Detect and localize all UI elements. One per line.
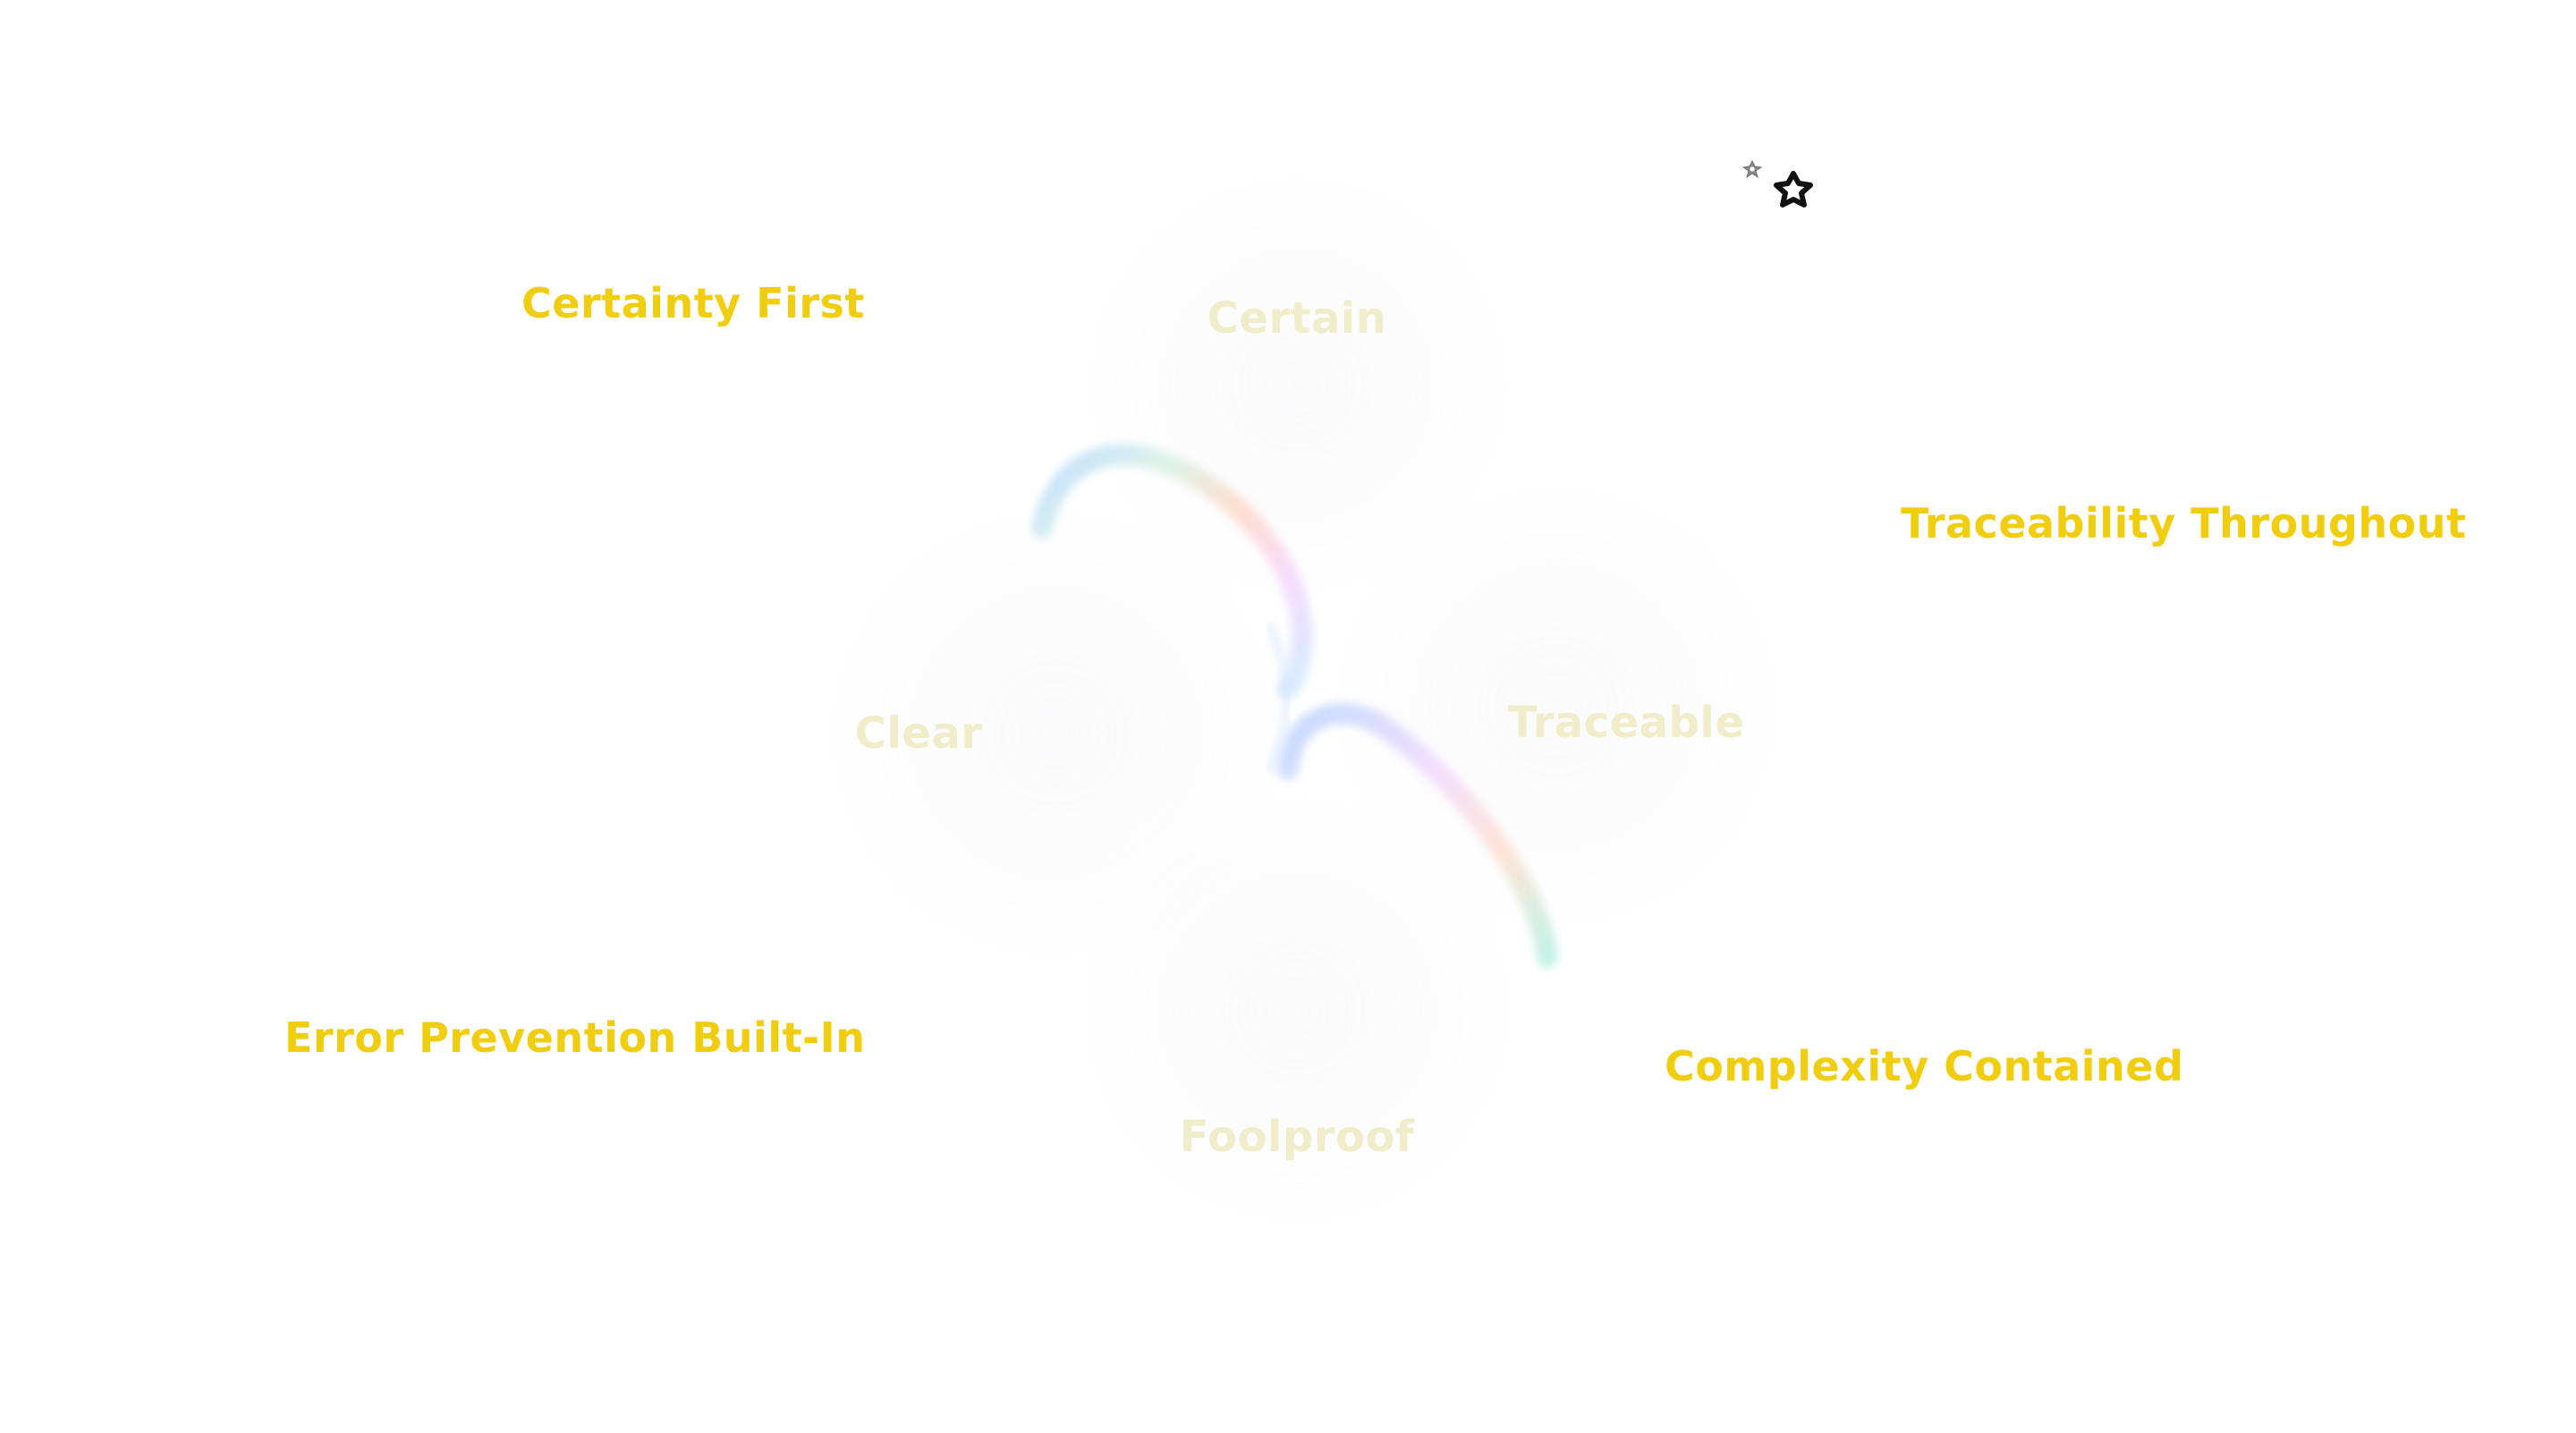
lower-crescent-arc xyxy=(1277,702,1558,968)
principle-certainty-first: Certainty First xyxy=(521,279,865,327)
upper-crescent-arc xyxy=(1031,444,1313,700)
quality-traceable: Traceable xyxy=(1507,698,1745,748)
quality-clear: Clear xyxy=(854,708,983,759)
quality-certain: Certain xyxy=(1207,293,1387,343)
principle-error-prevention-built-in: Error Prevention Built-In xyxy=(284,1013,866,1062)
principle-traceability-throughout: Traceability Throughout xyxy=(1901,499,2467,547)
center-crossing xyxy=(1266,622,1292,774)
quality-foolproof: Foolproof xyxy=(1179,1112,1415,1162)
quality-disc-bottom xyxy=(1046,760,1547,1261)
principle-complexity-contained: Complexity Contained xyxy=(1665,1042,2184,1090)
sparkles-icon xyxy=(1741,159,1813,208)
